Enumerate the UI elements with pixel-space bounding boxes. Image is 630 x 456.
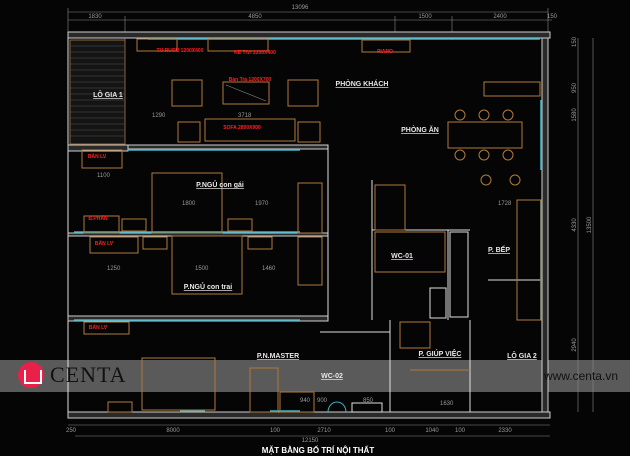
- dim-inner: 940: [300, 398, 311, 404]
- dim-top-3: 1500: [418, 14, 432, 20]
- room-label-kitchen: P. BẾP: [488, 244, 510, 254]
- dim-top-1: 1830: [88, 14, 102, 20]
- dim-bottom-total: 12150: [302, 438, 319, 444]
- dim-inner: 1290: [152, 113, 166, 119]
- dim-right: 150: [572, 36, 578, 47]
- master-bath: [249, 321, 470, 413]
- dim-inner: 1460: [262, 266, 276, 272]
- bottom-dimension-lines: [68, 424, 550, 437]
- dim-inner: 1250: [107, 266, 121, 272]
- label-desk3: BÀN LV: [89, 324, 108, 331]
- dim-right: 4330: [572, 218, 578, 232]
- room-label-wc1: WC-01: [391, 253, 413, 260]
- room-label-logia1: LÔ GIA 1: [93, 90, 123, 99]
- dim-inner: 3718: [238, 113, 252, 119]
- windows: [74, 38, 542, 412]
- dim-bottom: 8000: [166, 428, 180, 434]
- dim-bottom: 100: [385, 428, 396, 434]
- label-piano: PIANO: [377, 49, 393, 55]
- watermark-band: [0, 360, 630, 392]
- label-vanity: B.PHẤN: [88, 215, 108, 222]
- dim-bottom: 100: [270, 428, 281, 434]
- label-wine-cabinet: TU RUOU 1200X400: [157, 48, 204, 54]
- dim-bottom: 2710: [317, 428, 331, 434]
- dim-right: 1580: [572, 108, 578, 122]
- dim-right: 950: [572, 82, 578, 93]
- label-tv-shelf: KE TIVI 2200X400: [234, 50, 276, 56]
- dim-bottom: 2330: [498, 428, 512, 434]
- dim-inner: 1630: [440, 401, 454, 407]
- dim-inner: 1100: [97, 173, 111, 179]
- dim-right: 2940: [572, 338, 578, 352]
- label-desk1: BÀN LV: [88, 153, 107, 160]
- dim-top-5: 150: [547, 14, 558, 20]
- right-dimension-lines: [577, 38, 594, 412]
- dim-inner: 850: [363, 398, 374, 404]
- room-label-wc2: WC-02: [321, 373, 343, 380]
- dim-inner: 1728: [498, 201, 512, 207]
- logo-icon: [18, 362, 44, 388]
- label-sofa: SOFA 2800X900: [223, 125, 261, 131]
- room-label-maid: P. GIÚP VIỆC: [419, 349, 462, 358]
- brand-url: www.centa.vn: [543, 369, 618, 383]
- room-label-living: PHÒNG KHÁCH: [336, 79, 389, 88]
- logia1-floor: [69, 39, 126, 145]
- dim-top-4: 2400: [493, 14, 507, 20]
- room-label-dining: PHÒNG ĂN: [401, 125, 439, 134]
- dim-inner: 1500: [195, 266, 209, 272]
- dim-bottom: 250: [66, 428, 77, 434]
- label-desk2: BÀN LV: [95, 240, 114, 247]
- brand-name: CENTA: [50, 362, 127, 387]
- dim-right: 13500: [587, 216, 593, 233]
- dim-top-total: 13096: [292, 5, 309, 11]
- living-furniture: [136, 38, 411, 143]
- dim-bottom: 100: [455, 428, 466, 434]
- dining-kitchen: [374, 81, 542, 321]
- dim-top-2: 4850: [248, 14, 262, 20]
- bedroom-furniture: [81, 149, 323, 413]
- dim-inner: 1800: [182, 201, 196, 207]
- dim-inner: 1970: [255, 201, 269, 207]
- walls: [67, 31, 551, 419]
- dim-bottom: 1040: [425, 428, 439, 434]
- brand-logo: CENTA: [18, 362, 127, 388]
- room-label-bed-boy: P.NGỦ con trai: [184, 282, 233, 291]
- room-label-logia2: LÔ GIA 2: [507, 351, 537, 360]
- dim-inner: 900: [317, 398, 328, 404]
- drawing-title: MẶT BẰNG BỐ TRÍ NỘI THẤT: [262, 445, 375, 455]
- room-label-bed-girl: P.NGỦ con gái: [196, 180, 244, 189]
- room-label-master: P.N.MASTER: [257, 353, 299, 360]
- label-tea-table: Bàn Trà 1200X700: [229, 77, 272, 83]
